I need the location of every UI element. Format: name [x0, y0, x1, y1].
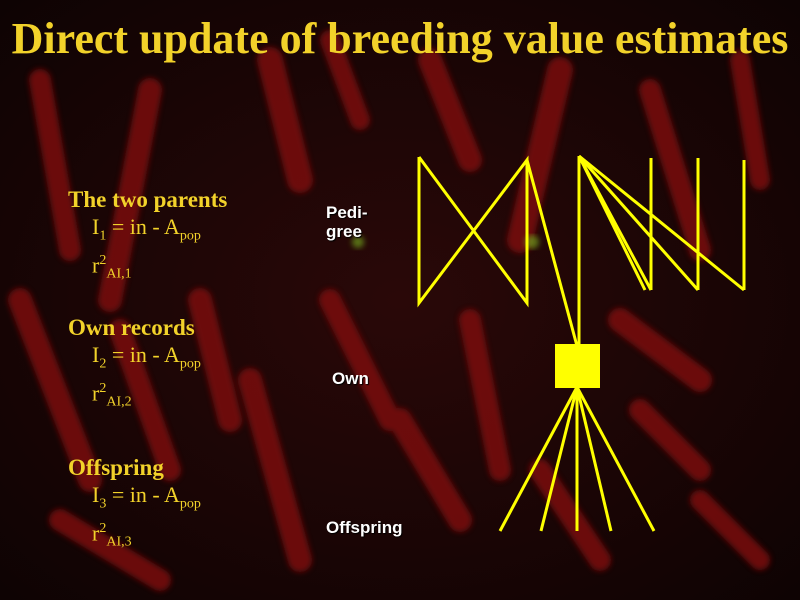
section-parents: The two parents I1 = in - Apop r2AI,1: [68, 186, 227, 287]
section-heading: Own records: [68, 315, 195, 340]
accuracy-formula: r2AI,3: [92, 520, 132, 551]
pedigree-line: [417, 155, 529, 308]
offspring-line: [575, 386, 613, 532]
accuracy-formula: r2AI,2: [92, 380, 132, 411]
pedigree-line: [577, 155, 700, 291]
slide-title: Direct update of breeding value estimate…: [11, 14, 789, 63]
pedigree-label: Pedi- gree: [326, 203, 368, 241]
section-heading: The two parents: [68, 187, 228, 212]
section-own-records: Own records I2 = in - Apop r2AI,2: [68, 314, 201, 415]
offspring-line: [539, 386, 579, 532]
accuracy-formula: r2AI,1: [92, 252, 132, 283]
offspring-line: [575, 386, 656, 532]
offspring-label: Offspring: [326, 518, 403, 537]
pedigree-line: [525, 159, 579, 347]
section-offspring: Offspring I3 = in - Apop r2AI,3: [68, 454, 201, 555]
index-formula: I2 = in - Apop: [92, 342, 201, 372]
pedigree-line: [577, 155, 653, 291]
pedigree-line: [578, 154, 745, 292]
own-label: Own: [332, 369, 369, 388]
index-formula: I1 = in - Apop: [92, 214, 201, 244]
index-formula: I3 = in - Apop: [92, 482, 201, 512]
section-heading: Offspring: [68, 455, 164, 480]
individual-box: [555, 344, 600, 388]
offspring-line: [498, 386, 579, 532]
